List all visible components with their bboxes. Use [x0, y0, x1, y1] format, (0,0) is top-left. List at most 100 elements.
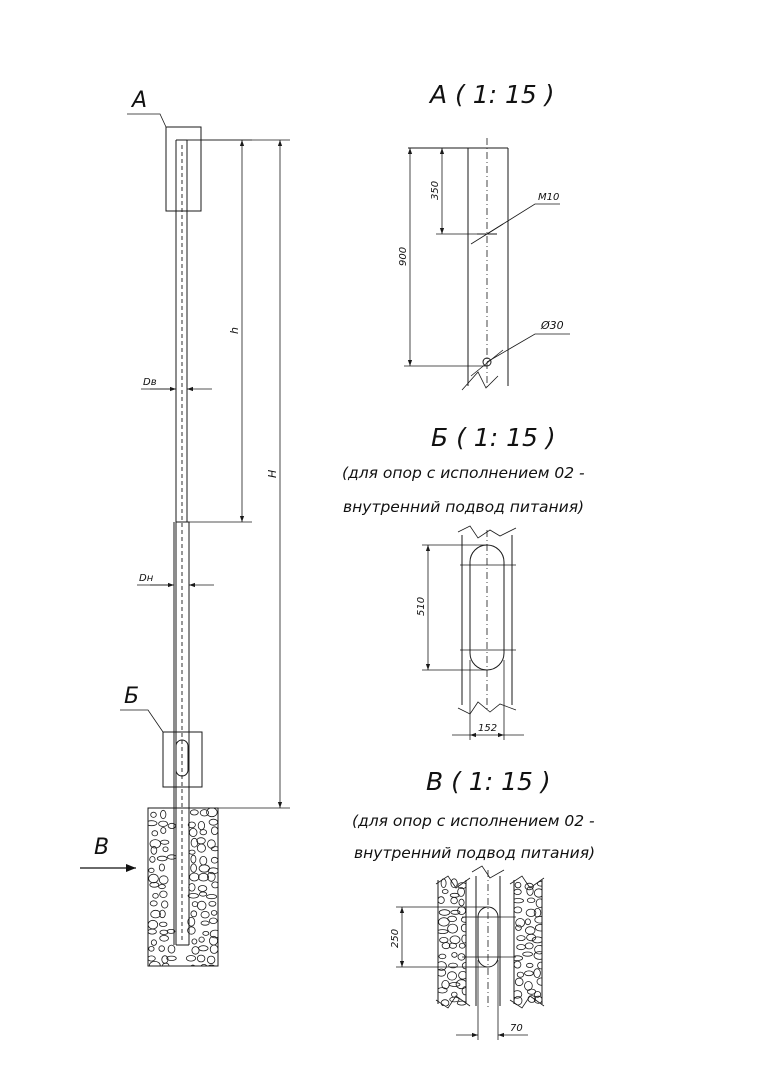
view-b-note-line1: (для опор с исполнением 02 -: [342, 464, 585, 482]
rubble-stone: [447, 915, 458, 923]
rubble-stone: [537, 881, 542, 887]
rubble-stone: [198, 945, 209, 952]
view-a-hole-label: Ø30: [540, 319, 564, 332]
rubble-stone: [200, 911, 210, 919]
rubble-stone: [190, 964, 196, 966]
rubble-stone: [199, 809, 209, 817]
rubble-stone: [438, 968, 447, 977]
rubble-stone: [187, 916, 196, 927]
rubble-stone: [149, 961, 161, 966]
rubble-stone: [189, 872, 200, 882]
rubble-stone: [460, 916, 466, 923]
rubble-stone: [156, 855, 168, 862]
rubble-stone: [533, 968, 541, 978]
concrete-foundation: [147, 807, 219, 967]
rubble-stone: [438, 953, 447, 960]
rubble-stone: [190, 854, 197, 864]
rubble-stone: [514, 990, 523, 999]
rubble-stone: [207, 871, 216, 882]
rubble-stone: [450, 896, 458, 905]
rubble-stone: [458, 898, 465, 907]
rubble-stone: [533, 991, 542, 998]
rubble-stone: [441, 889, 449, 894]
rubble-stone: [448, 982, 461, 987]
rubble-stone: [210, 856, 218, 864]
rubble-stone: [158, 875, 169, 885]
rubble-stone: [206, 955, 216, 965]
rubble-stone: [167, 822, 177, 829]
rubble-stone: [199, 856, 208, 866]
view-a-dim-350-label: 350: [430, 181, 441, 200]
rubble-stone: [149, 839, 162, 849]
rubble-stone: [200, 920, 210, 926]
view-v-foundation-edges: [437, 880, 543, 1004]
rubble-stone: [448, 962, 458, 969]
rubble-stone: [198, 936, 205, 943]
view-a-thread-leader: [486, 203, 560, 235]
rubble-stone: [526, 962, 534, 968]
rubble-stone: [148, 919, 159, 930]
rubble-stone: [209, 917, 218, 924]
callout-box-b: [162, 731, 203, 788]
rubble-stone: [534, 915, 542, 924]
rubble-stone: [167, 854, 177, 860]
rubble-stone: [208, 818, 218, 826]
rubble-stone: [197, 885, 208, 892]
dim-H-label: H: [266, 470, 279, 478]
rubble-stone: [533, 951, 542, 960]
rubble-stone: [150, 811, 157, 818]
rubble-stone: [188, 849, 196, 855]
rubble-stone: [197, 820, 205, 831]
rubble-stone: [196, 843, 206, 853]
rubble-stone: [196, 837, 206, 845]
rubble-stone: [449, 996, 460, 1003]
view-b-break-top: [457, 525, 517, 539]
rubble-stone: [209, 929, 218, 939]
rubble-stone: [534, 945, 542, 955]
rubble-stone: [162, 846, 169, 853]
rubble-stone: [158, 921, 168, 927]
view-a-break-line: [461, 371, 499, 391]
rubble-stone: [446, 971, 457, 981]
rubble-stone: [438, 987, 448, 994]
view-v-title: В ( 1: 15 ): [426, 767, 551, 796]
pole-contour: [175, 139, 190, 946]
rubble-stone: [438, 961, 447, 971]
rubble-stone: [531, 936, 542, 944]
rubble-stone: [514, 977, 524, 987]
rubble-stone: [187, 821, 196, 829]
rubble-stone: [515, 918, 526, 928]
view-v-pole-break: [471, 865, 505, 879]
rubble-stone: [191, 946, 200, 955]
rubble-stone: [515, 924, 522, 931]
cable-slot: [175, 739, 189, 777]
rubble-stone: [526, 933, 537, 942]
rubble-stone: [526, 897, 536, 903]
rubble-stone: [197, 873, 209, 882]
rubble-stone: [159, 890, 168, 898]
view-v-break-left: [435, 875, 471, 1009]
rubble-stone: [458, 971, 466, 980]
main-pole-view: А Б В h H Dв Dн: [80, 88, 290, 967]
rubble-stone: [191, 901, 199, 907]
rubble-stone: [535, 898, 542, 908]
rubble-stone: [148, 955, 156, 962]
rubble-stone: [206, 808, 218, 818]
rubble-stone: [189, 809, 199, 816]
dim-dn-label: Dн: [139, 573, 154, 584]
callout-leader-a: [127, 113, 167, 128]
rubble-stone: [524, 942, 534, 950]
rubble-stone: [167, 944, 176, 954]
rubble-stone: [150, 909, 161, 919]
rubble-stone: [447, 923, 459, 934]
rubble-stone: [514, 906, 523, 914]
rubble-stone: [524, 882, 534, 891]
rubble-stone: [450, 878, 458, 888]
callout-box-a: [165, 126, 202, 212]
rubble-stone: [524, 918, 531, 926]
rubble-stone: [187, 926, 196, 935]
rubble-stone: [451, 952, 458, 958]
rubble-stone: [210, 910, 218, 916]
dim-dv-label: Dв: [143, 377, 157, 388]
